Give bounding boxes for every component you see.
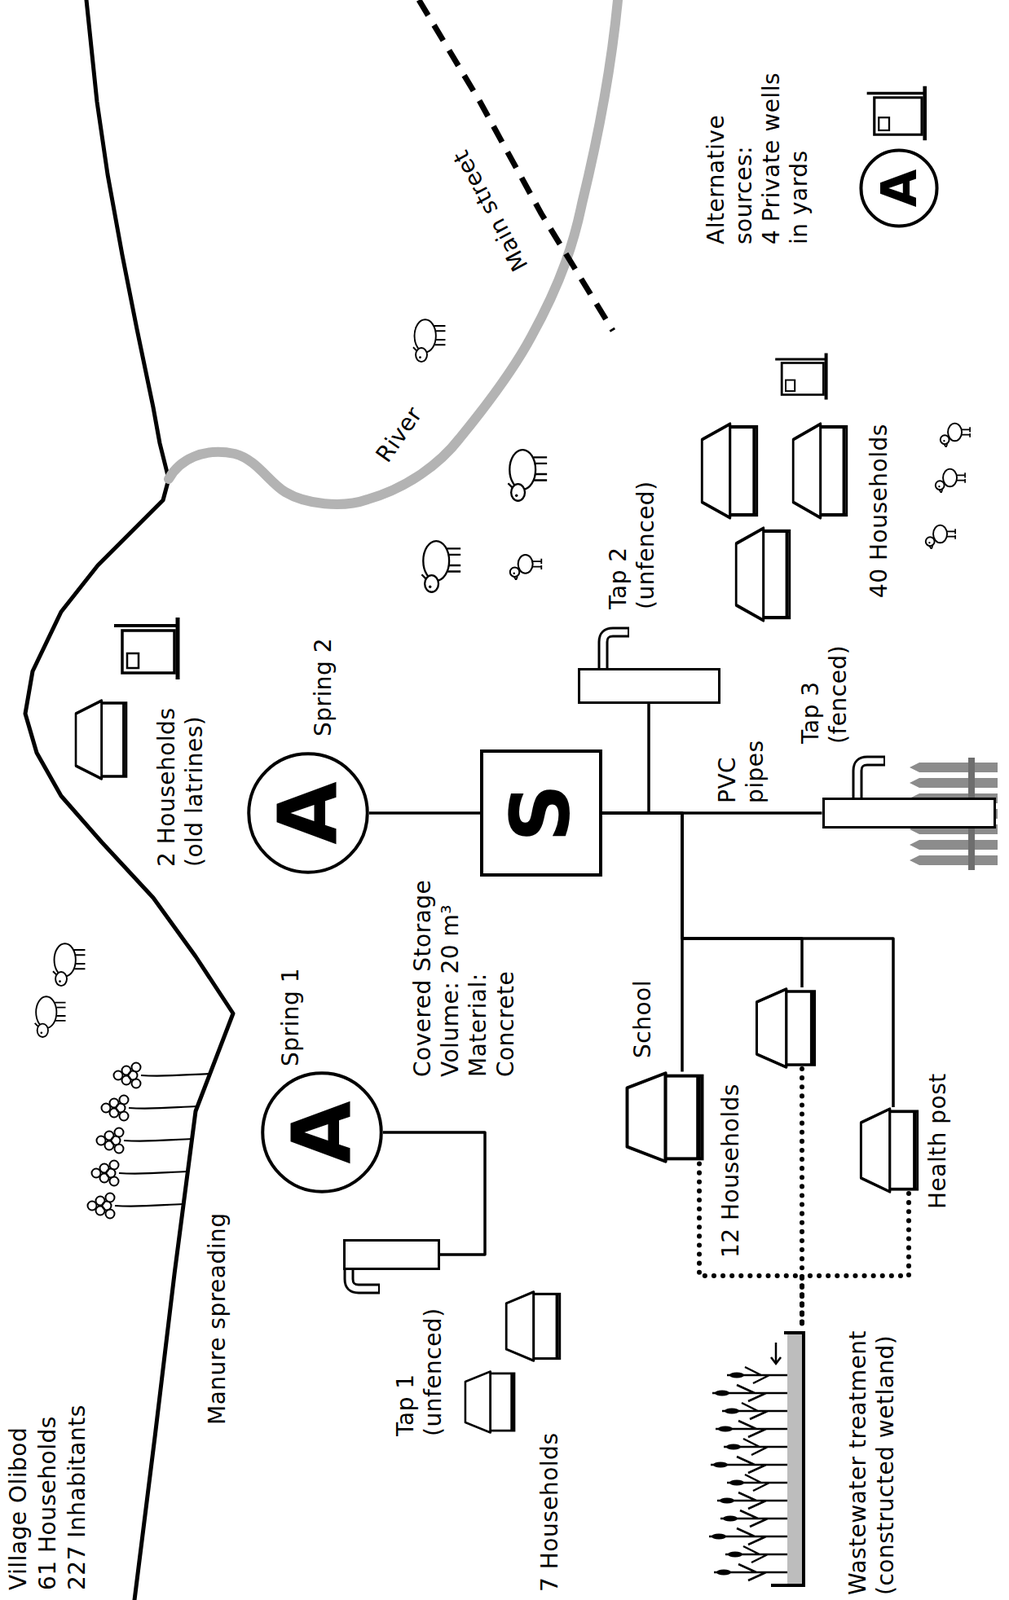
- house-icon: [465, 1372, 515, 1434]
- tree: [96, 1128, 194, 1155]
- wetland-outline: [702, 1326, 811, 1593]
- node-label: Covered Storage: [409, 865, 437, 1078]
- household-building: 12 Households: [753, 987, 818, 1070]
- tap-stand: Tap 1 (unfenced): [343, 1239, 441, 1271]
- spring-circle: ASpring 2: [246, 752, 370, 875]
- node-caption: Health post: [924, 1058, 952, 1210]
- sheep: [507, 449, 547, 502]
- node-symbol-letter: A: [281, 1101, 363, 1164]
- sheep: [35, 996, 67, 1038]
- node-label: Tap 2 (unfenced): [604, 469, 661, 610]
- map-label: 227 Inhabitants: [63, 1405, 92, 1591]
- main-street: [418, 0, 613, 331]
- map-label: Village Olibod: [4, 1427, 33, 1591]
- node-label: Material: Concrete: [464, 865, 520, 1078]
- hill-outline: [25, 0, 234, 1600]
- node-label: Wastewater treatment (constructed wetlan…: [844, 1312, 900, 1596]
- chicken: [940, 423, 970, 448]
- circle-outline: [248, 753, 368, 873]
- school-building: School: [623, 1072, 706, 1165]
- node-label: 4 Private wells in yards: [757, 57, 814, 245]
- tree: [88, 1194, 185, 1220]
- sheep: [421, 541, 461, 593]
- node-label: Health post: [924, 1058, 952, 1210]
- water-pipe: [602, 704, 649, 814]
- house-icon: [701, 423, 757, 518]
- node-label: Spring 2: [309, 614, 338, 737]
- tree: [101, 1096, 199, 1122]
- house-outline: [623, 1072, 706, 1165]
- node-caption: Covered StorageVolume: 20 m³Material: Co…: [409, 865, 520, 1078]
- map-label: 40 Households: [865, 423, 894, 599]
- node-caption: Alternative sources:4 Private wells in y…: [702, 57, 814, 245]
- constructed-wetland: Wastewater treatment (constructed wetlan…: [702, 1326, 811, 1593]
- node-caption: Tap 2 (unfenced): [604, 469, 661, 610]
- node-symbol-letter: A: [267, 781, 349, 845]
- node-label: Spring 1: [277, 944, 305, 1067]
- node-symbol-letter: S: [500, 784, 582, 843]
- tap-stand: Tap 3 (fenced): [822, 797, 996, 829]
- water-pipe: [602, 813, 802, 988]
- house-icon: [756, 989, 815, 1068]
- water-pipe: [602, 813, 683, 1073]
- node-label: Volume: 20 m³: [436, 865, 465, 1078]
- well-icon: [775, 353, 826, 401]
- wetland-icon: [709, 1333, 804, 1587]
- map-label: Manure spreading: [203, 1212, 232, 1426]
- node-caption: Spring 2: [309, 614, 338, 737]
- circle-outline: [262, 1073, 382, 1193]
- wastewater-line: [699, 1164, 802, 1328]
- house-outline: [858, 1107, 921, 1195]
- map-label: 7 Households: [536, 1433, 564, 1593]
- house-icon: [75, 700, 127, 780]
- chicken: [935, 469, 965, 494]
- water-pipe: [369, 811, 481, 816]
- tap-stand: Tap 2 (unfenced): [577, 668, 721, 705]
- map-label: 2 Households (old latrines): [153, 687, 209, 868]
- node-caption: Spring 1: [277, 944, 305, 1067]
- tree: [114, 1063, 211, 1089]
- node-caption: Tap 1 (unfenced): [392, 1296, 448, 1437]
- house-icon: [735, 528, 790, 621]
- map-label: Main street: [447, 145, 535, 277]
- health-post-building: Health post: [858, 1107, 921, 1195]
- node-caption: 12 Households: [717, 1062, 745, 1259]
- node-caption: Wastewater treatment (constructed wetlan…: [844, 1312, 900, 1596]
- house-icon: [626, 1074, 702, 1163]
- node-label: School: [629, 944, 657, 1059]
- house-icon: [793, 423, 847, 518]
- chicken: [925, 525, 956, 550]
- node-label: Tap 3 (fenced): [797, 631, 853, 745]
- map-label: River: [370, 401, 429, 468]
- alternative-source-circle: AAlternative sources:4 Private wells in …: [859, 149, 939, 228]
- tree: [92, 1161, 189, 1187]
- map-label: PVC pipes: [713, 722, 770, 804]
- circle-outline: [860, 149, 937, 226]
- latrine-icon: [114, 617, 178, 680]
- map-label: 61 Households: [34, 1416, 62, 1591]
- spring-circle: ASpring 1: [260, 1071, 384, 1195]
- house-outline: [753, 987, 818, 1070]
- chicken: [510, 555, 542, 581]
- sheep: [52, 943, 85, 987]
- well-icon: [867, 86, 926, 141]
- node-label: Tap 1 (unfenced): [392, 1296, 448, 1437]
- node-label: Alternative sources:: [702, 57, 758, 245]
- sheep: [413, 319, 446, 362]
- river: [168, 0, 618, 505]
- faucet: [348, 632, 886, 1290]
- node-caption: School: [629, 944, 657, 1059]
- node-label: 12 Households: [717, 1062, 745, 1259]
- house-icon: [506, 1292, 560, 1362]
- house-icon: [860, 1109, 917, 1193]
- water-pipe: [383, 1132, 485, 1256]
- node-caption: Tap 3 (fenced): [797, 631, 853, 745]
- node-symbol-letter: A: [874, 169, 924, 208]
- wastewater-line: [801, 1194, 909, 1327]
- water-pipe: [602, 813, 894, 1108]
- storage-tank: SCovered StorageVolume: 20 m³Material: C…: [480, 749, 603, 877]
